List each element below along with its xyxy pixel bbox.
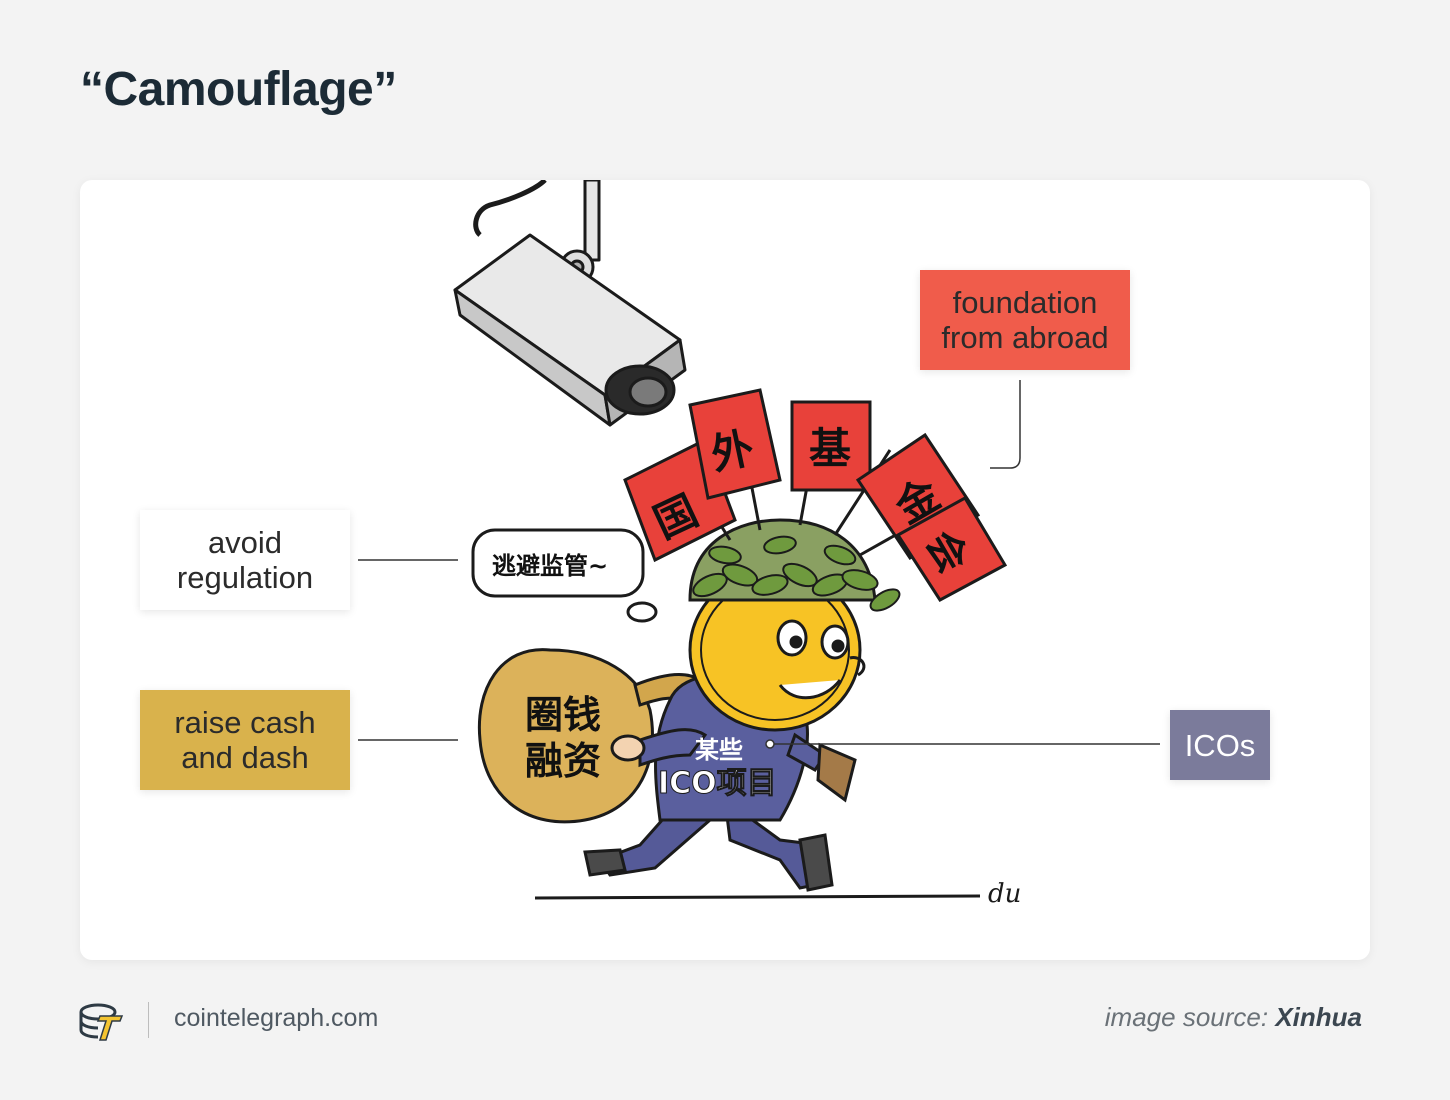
bag-text-line2: 融资 [525, 739, 601, 783]
label-foundation-from-abroad: foundation from abroad [920, 270, 1130, 370]
speech-bubble [471, 528, 658, 623]
label-raise-cash-and-dash: raise cash and dash [140, 690, 350, 790]
source-label: image source: [1104, 1002, 1269, 1032]
flag-char-3: 基 [809, 424, 851, 473]
label-avoid-regulation: avoid regulation [140, 510, 350, 610]
coin-head [688, 568, 866, 732]
illustration-card: du 圈钱 融资 某些 ICO项目 [80, 180, 1370, 960]
speech-text: 逃避监管~ [492, 552, 608, 580]
flags [623, 388, 1008, 602]
source-name: Xinhua [1275, 1002, 1362, 1032]
footer-site-link[interactable]: cointelegraph.com [174, 1004, 379, 1032]
camouflage-helmet [688, 518, 901, 612]
footer-divider [148, 1002, 149, 1038]
body-text-line1: 某些 [695, 736, 743, 764]
body-text-line2: ICO项目 [658, 766, 777, 801]
flag-char-2: 外 [707, 423, 758, 480]
footer-image-source: image source: Xinhua [1105, 1002, 1362, 1033]
artist-signature: du [988, 879, 1021, 909]
ground-line [534, 894, 981, 900]
page-title: “Camouflage” [80, 63, 397, 116]
bag-text-line1: 圈钱 [525, 693, 601, 737]
cartoon-illustration: du 圈钱 融资 某些 ICO项目 [453, 180, 1021, 909]
label-icos: ICOs [1170, 710, 1270, 780]
security-camera-icon [453, 180, 687, 427]
cointelegraph-logo-icon[interactable] [78, 1000, 126, 1044]
